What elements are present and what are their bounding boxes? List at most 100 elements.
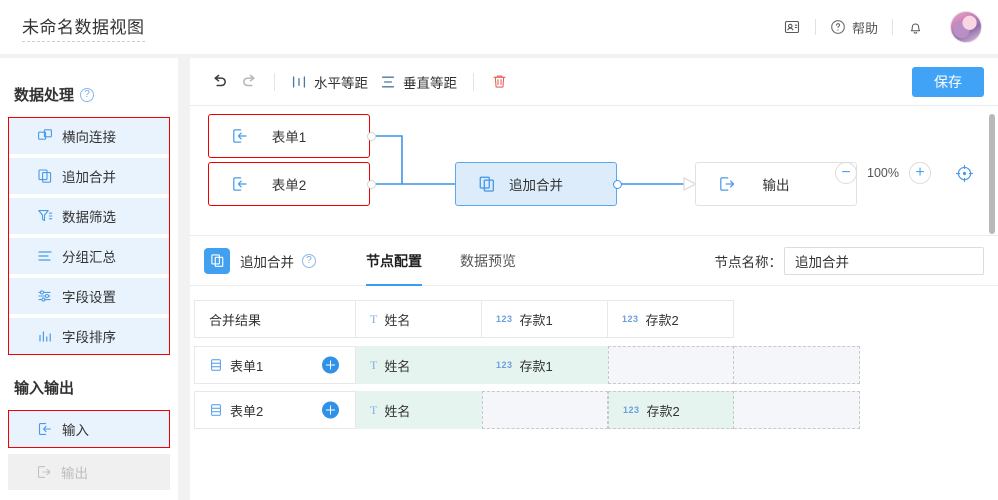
- row-cell-empty-4[interactable]: [734, 346, 860, 384]
- sidebar-group-output: 输出: [8, 454, 170, 490]
- sidebar-group-input: 输入: [8, 410, 170, 448]
- delete-button[interactable]: [484, 67, 514, 97]
- group-summary-icon: [37, 248, 53, 264]
- question-mark-icon[interactable]: ?: [302, 253, 316, 268]
- avatar[interactable]: [950, 11, 982, 43]
- notifications-button[interactable]: [893, 19, 938, 36]
- row-cell-deposit2[interactable]: 123 存款2: [608, 391, 734, 429]
- node-chip: [204, 247, 230, 274]
- sidebar-item-horizontal-join[interactable]: 横向连接: [9, 118, 169, 154]
- node-name-label: 节点名称：: [714, 255, 783, 270]
- field-settings-icon: [37, 288, 53, 304]
- row-cell-label: 存款2: [646, 403, 680, 419]
- question-mark-icon[interactable]: ?: [80, 87, 95, 102]
- horizontal-distribute-icon: [291, 74, 307, 90]
- horizontal-distribute-button[interactable]: 水平等距: [285, 72, 374, 92]
- sidebar-group-data-processing: 横向连接 追加合并 数据筛选: [8, 117, 170, 355]
- sidebar-item-label: 追加合并: [62, 170, 116, 185]
- app-header: 未命名数据视图: [0, 0, 998, 54]
- plus-circle-icon[interactable]: [322, 401, 339, 419]
- flow-node-label: 表单2: [271, 178, 307, 193]
- row-cell-empty-2[interactable]: [482, 391, 608, 429]
- sidebar-item-append-merge[interactable]: 追加合并: [9, 158, 169, 194]
- redo-button[interactable]: [234, 67, 264, 97]
- number-type-icon: 123: [623, 405, 640, 415]
- contacts-button[interactable]: [769, 18, 815, 36]
- number-type-icon: 123: [622, 314, 639, 324]
- sidebar-item-label: 数据筛选: [62, 210, 116, 225]
- flow-port-form1-out[interactable]: [367, 132, 376, 141]
- sidebar: 数据处理 ? 横向连接 追加: [0, 58, 178, 500]
- row-source-cell-form1[interactable]: 表单1: [194, 346, 356, 384]
- main-panel: 水平等距 垂直等距: [190, 58, 998, 500]
- row-cell-empty-4[interactable]: [734, 391, 860, 429]
- bell-icon: [907, 19, 924, 36]
- sidebar-item-label: 横向连接: [62, 130, 116, 145]
- node-chip-label: 追加合并: [240, 254, 294, 270]
- input-arrow-icon: [231, 127, 249, 145]
- input-arrow-icon: [37, 421, 53, 437]
- header-cell-label: 姓名: [384, 312, 411, 328]
- table-rows-icon: [209, 403, 223, 417]
- plus-circle-icon[interactable]: [322, 356, 339, 374]
- header-cell-deposit1: 123 存款1: [482, 300, 608, 338]
- sidebar-item-output: 输出: [8, 454, 170, 490]
- sidebar-item-label: 字段排序: [62, 330, 116, 345]
- help-label: 帮助: [851, 20, 878, 36]
- flow-node-form1[interactable]: 表单1: [208, 114, 370, 158]
- node-name-input[interactable]: [784, 247, 984, 275]
- output-arrow-icon: [36, 464, 52, 480]
- question-circle-icon: [830, 19, 846, 35]
- flow-port-form2-out[interactable]: [367, 180, 376, 189]
- row-cell-name[interactable]: T 姓名: [356, 346, 482, 384]
- undo-button[interactable]: [204, 67, 234, 97]
- sidebar-item-label: 字段设置: [62, 290, 116, 305]
- help-button[interactable]: 帮助: [816, 18, 892, 37]
- input-arrow-icon: [231, 175, 249, 193]
- header-cell-label: 存款2: [645, 312, 679, 328]
- field-mapping-table: 合并结果 T 姓名 123 存款1 123 存款2: [190, 286, 998, 429]
- tab-data-preview[interactable]: 数据预览: [460, 252, 516, 269]
- page-title[interactable]: 未命名数据视图: [22, 13, 145, 42]
- flow-canvas[interactable]: − 100% +: [190, 106, 998, 236]
- sidebar-item-label: 分组汇总: [62, 250, 116, 265]
- sidebar-item-data-filter[interactable]: 数据筛选: [9, 198, 169, 234]
- zoom-out-button[interactable]: −: [835, 162, 857, 184]
- row-cell-name[interactable]: T 姓名: [356, 391, 482, 429]
- row-cell-label: 姓名: [384, 403, 411, 419]
- canvas-vertical-scrollbar[interactable]: [989, 114, 995, 234]
- header-cell-deposit2: 123 存款2: [608, 300, 734, 338]
- row-source-cell-form2[interactable]: 表单2: [194, 391, 356, 429]
- flow-node-label: 输出: [762, 178, 790, 193]
- sidebar-item-field-settings[interactable]: 字段设置: [9, 278, 169, 314]
- row-cell-deposit1[interactable]: 123 存款1: [482, 346, 608, 384]
- flow-port-merge-out[interactable]: [613, 180, 622, 189]
- zoom-in-button[interactable]: +: [909, 162, 931, 184]
- header-divider-1: [814, 19, 816, 35]
- row-source-label: 表单2: [230, 403, 264, 419]
- sidebar-item-group-summary[interactable]: 分组汇总: [9, 238, 169, 274]
- flow-node-form2[interactable]: 表单2: [208, 162, 370, 206]
- vertical-distribute-button[interactable]: 垂直等距: [374, 72, 463, 92]
- fit-to-view-button[interactable]: [955, 164, 974, 183]
- append-merge-icon: [210, 253, 225, 268]
- sidebar-item-field-sort[interactable]: 字段排序: [9, 318, 169, 354]
- header-cell-merge-result: 合并结果: [194, 300, 356, 338]
- sidebar-item-input[interactable]: 输入: [9, 411, 169, 447]
- trash-icon: [491, 73, 508, 90]
- append-merge-icon: [37, 168, 53, 184]
- sidebar-item-label: 输入: [62, 423, 89, 438]
- table-row: 表单2 T 姓名 123 存款2: [194, 391, 998, 429]
- row-cell-label: 姓名: [384, 358, 411, 374]
- row-cell-empty-3[interactable]: [608, 346, 734, 384]
- save-button[interactable]: 保存: [912, 67, 984, 97]
- vertical-distribute-label: 垂直等距: [403, 75, 457, 91]
- field-sort-icon: [37, 328, 53, 344]
- flow-node-append-merge[interactable]: 追加合并: [455, 162, 617, 206]
- crosshair-icon: [955, 164, 974, 183]
- tab-node-config[interactable]: 节点配置: [366, 236, 422, 286]
- flow-node-output[interactable]: 输出: [695, 162, 857, 206]
- text-type-icon: T: [370, 311, 378, 326]
- horizontal-distribute-label: 水平等距: [314, 75, 368, 91]
